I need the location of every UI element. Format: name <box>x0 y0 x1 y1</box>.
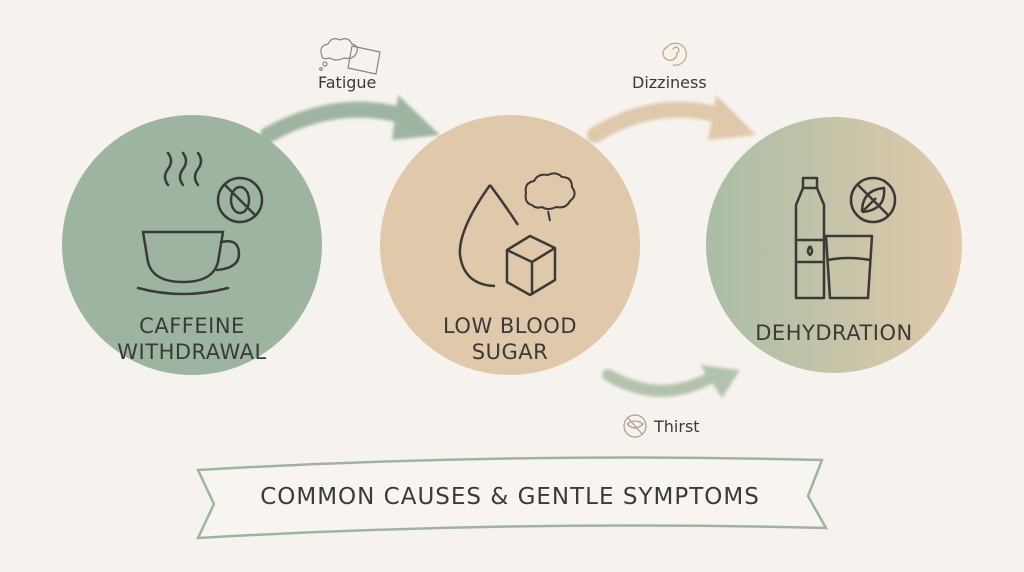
title-line: DEHYDRATION <box>755 321 913 345</box>
no-lips-icon <box>623 414 647 438</box>
title-line: WITHDRAWAL <box>117 340 267 364</box>
symptom-label-thirst: Thirst <box>654 417 700 436</box>
blood-sugar-circle <box>380 115 640 375</box>
cause-title-dehydration: DEHYDRATION <box>734 320 934 346</box>
blood-drop-sugar-cube-icon <box>458 184 557 297</box>
brain-icon <box>524 172 576 222</box>
caffeine-circle <box>62 115 322 375</box>
no-coffee-bean-icon <box>216 176 264 224</box>
symptom-label-dizziness: Dizziness <box>632 73 707 92</box>
arrow-thirst <box>602 365 740 398</box>
title-line: LOW BLOOD <box>442 314 577 338</box>
cause-title-blood-sugar: LOW BLOOD SUGAR <box>410 313 610 365</box>
water-bottle-glass-icon <box>794 176 874 300</box>
thought-pillow-icon <box>319 38 381 75</box>
title-line: SUGAR <box>471 340 549 364</box>
coffee-cup-icon <box>136 151 241 296</box>
title-line: CAFFEINE <box>139 314 245 338</box>
cause-title-caffeine: CAFFEINE WITHDRAWAL <box>92 313 292 365</box>
arrow-dizziness <box>587 95 756 143</box>
ribbon-banner <box>195 456 829 540</box>
symptom-label-fatigue: Fatigue <box>318 73 377 92</box>
dehydration-circle <box>706 117 962 373</box>
no-leaf-icon <box>849 176 897 224</box>
banner-title: COMMON CAUSES & GENTLE SYMPTOMS <box>260 484 760 510</box>
spiral-icon <box>662 42 687 66</box>
arrow-fatigue <box>260 95 440 143</box>
